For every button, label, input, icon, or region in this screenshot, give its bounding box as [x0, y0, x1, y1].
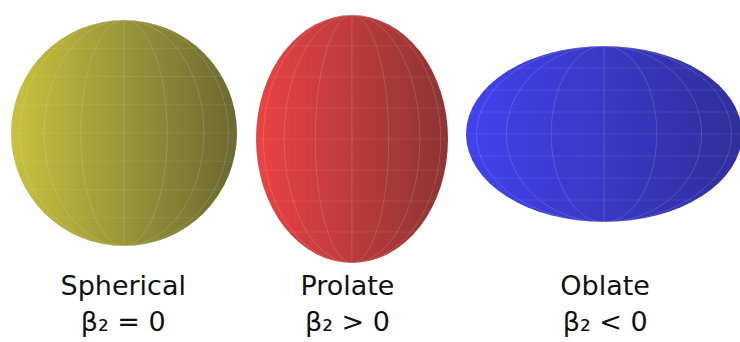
deformation-parameter: β₂ = 0: [59, 304, 187, 340]
shape-caption: Oblateβ₂ < 0: [559, 268, 651, 340]
prolate-nucleus: Prolateβ₂ > 0: [250, 0, 450, 342]
shape-caption: Sphericalβ₂ = 0: [59, 268, 187, 340]
shape-name: Oblate: [559, 268, 651, 304]
deformation-parameter: β₂ < 0: [559, 304, 651, 340]
shape-name: Spherical: [59, 268, 187, 304]
oblate-nucleus: Oblateβ₂ < 0: [460, 0, 740, 342]
shape-name: Prolate: [299, 268, 396, 304]
shape-caption: Prolateβ₂ > 0: [299, 268, 396, 340]
spherical-nucleus: Sphericalβ₂ = 0: [0, 0, 250, 342]
deformation-parameter: β₂ > 0: [299, 304, 396, 340]
